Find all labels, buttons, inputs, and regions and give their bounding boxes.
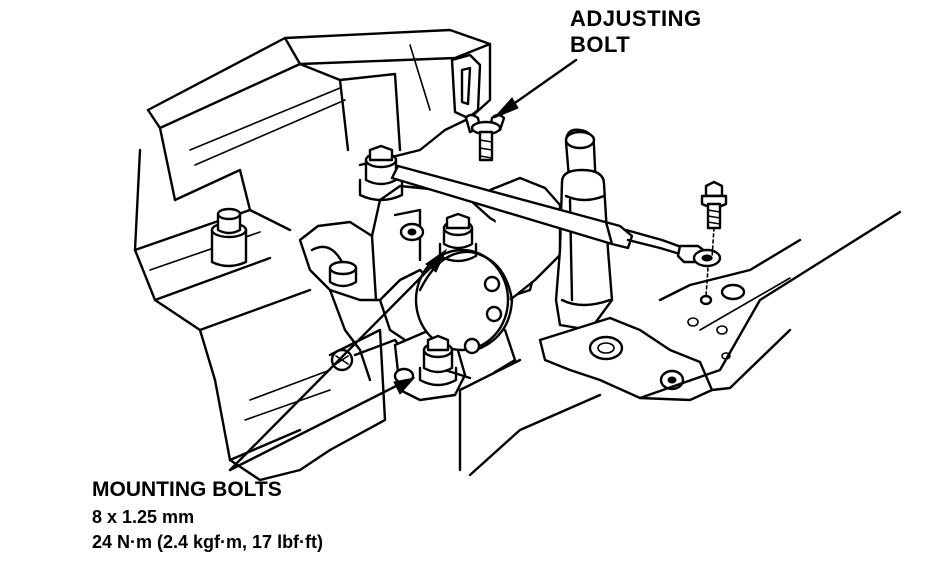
adjusting-bolt (464, 113, 506, 162)
adjusting-bolt-label: ADJUSTING BOLT (570, 6, 702, 58)
mounting-bolts-title: MOUNTING BOLTS (92, 478, 282, 501)
lower-plate (458, 210, 902, 477)
coolant-hose (554, 128, 614, 332)
head-stud (210, 207, 248, 268)
mounting-bolt-lower (418, 334, 458, 387)
ground-bolt (700, 180, 728, 297)
adjusting-bolt-label-line2: BOLT (570, 31, 631, 57)
mounting-bolt-upper (438, 212, 478, 263)
mounting-bolts-label: MOUNTING BOLTS 8 x 1.25 mm 24 N·m (2.4 k… (92, 478, 323, 553)
mounting-bolts-size: 8 x 1.25 mm (92, 506, 195, 527)
adjusting-bolt-leader (493, 58, 578, 119)
mounting-bolts-leader (228, 248, 448, 472)
engine-head-outline (133, 28, 492, 482)
adjusting-bolt-label-line1: ADJUSTING (570, 6, 702, 31)
adjusting-rod (390, 164, 722, 268)
mounting-bolts-torque: 24 N·m (2.4 kgf·m, 17 lbf·ft) (92, 532, 324, 552)
